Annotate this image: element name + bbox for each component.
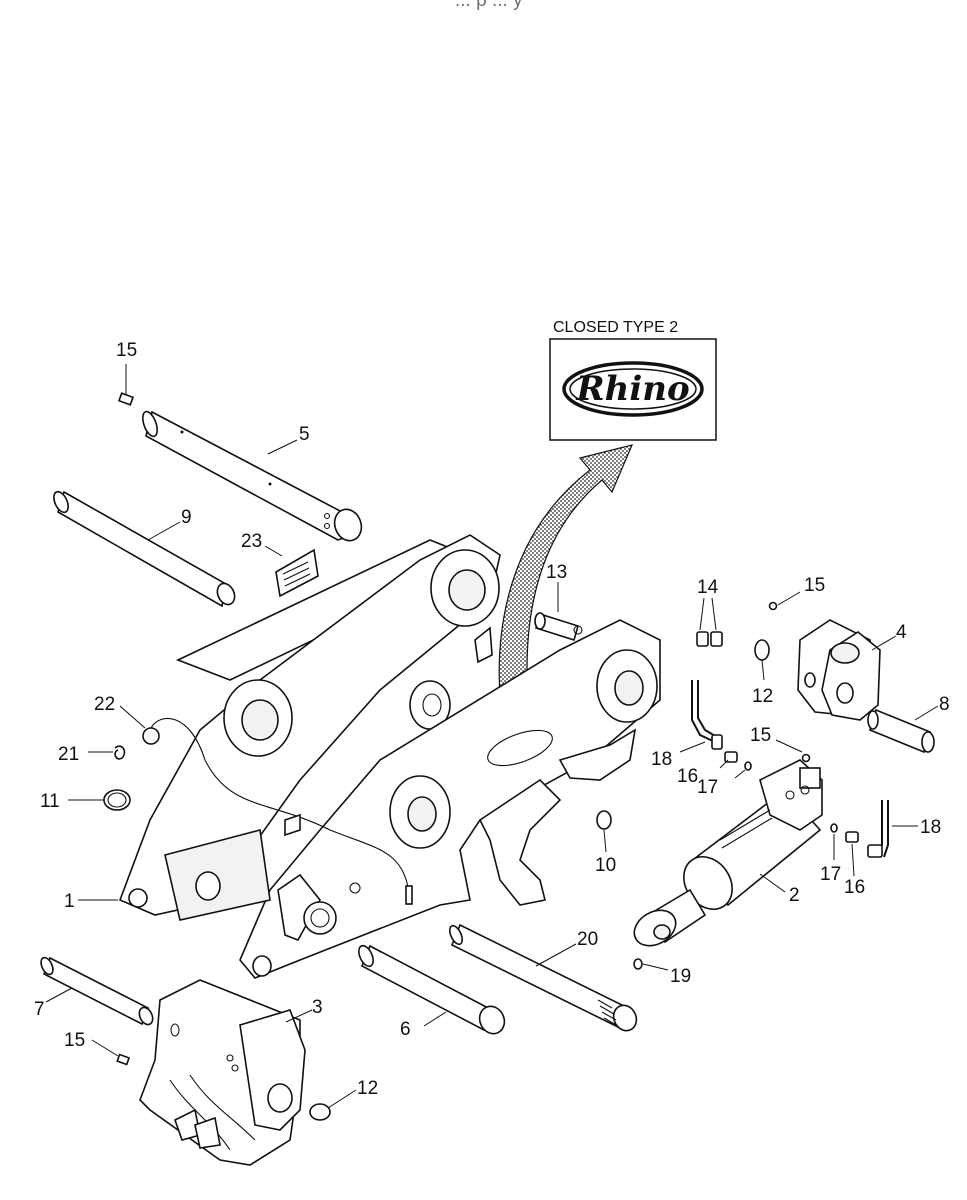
logo-decal: CLOSED TYPE 2 Rhino <box>549 319 717 441</box>
label-18-left: 18 <box>651 749 672 770</box>
label-17-right: 17 <box>820 864 841 885</box>
label-12-bottom: 12 <box>357 1078 378 1099</box>
lock-block-3 <box>139 979 306 1166</box>
pin-5 <box>142 410 363 542</box>
label-9: 9 <box>181 507 192 528</box>
oring-17-left <box>744 761 752 771</box>
label-3: 3 <box>312 997 323 1018</box>
pin-6 <box>358 944 506 1035</box>
grease-nipple-15-bottom <box>116 1053 131 1066</box>
label-7: 7 <box>34 999 45 1020</box>
grease-nipple-15-top <box>117 392 135 406</box>
label-23: 23 <box>241 531 262 552</box>
label-14: 14 <box>697 577 719 598</box>
leader-lines <box>45 364 939 1109</box>
label-2: 2 <box>789 885 800 906</box>
label-15-top: 15 <box>116 340 137 361</box>
ring-12-right <box>754 639 770 661</box>
bracket-4 <box>768 601 881 721</box>
label-20: 20 <box>577 929 598 950</box>
clip-21 <box>114 745 126 760</box>
nuts-14 <box>696 631 723 647</box>
label-15-bottom: 15 <box>64 1030 85 1051</box>
label-17-left: 17 <box>697 777 718 798</box>
cropped-header-text: ... p ... y <box>455 0 523 11</box>
logo-caption: CLOSED TYPE 2 <box>553 319 678 336</box>
pin-8 <box>867 708 935 754</box>
logo-oval-inner <box>569 368 697 410</box>
label-6: 6 <box>400 1019 411 1040</box>
label-21: 21 <box>58 744 79 765</box>
oring-17-right <box>830 823 838 833</box>
grease-nipple-15-mid <box>801 753 811 763</box>
hose-18-right <box>867 800 889 858</box>
fitting-16-right <box>845 831 859 843</box>
label-22: 22 <box>94 694 115 715</box>
label-16-left: 16 <box>677 766 698 787</box>
fitting-16-left <box>724 751 738 763</box>
logo-oval-outer <box>562 361 704 417</box>
label-15-mid: 15 <box>750 725 771 746</box>
logo-wordmark: Rhino <box>575 369 689 409</box>
label-13: 13 <box>546 562 567 583</box>
label-18-right: 18 <box>920 817 941 838</box>
label-12-right: 12 <box>752 686 773 707</box>
label-8: 8 <box>939 694 950 715</box>
pin-13 <box>534 612 583 642</box>
label-19: 19 <box>670 966 691 987</box>
coupler-body-1 <box>118 534 661 979</box>
logo-frame <box>549 338 717 441</box>
label-15-right: 15 <box>804 575 825 596</box>
label-11: 11 <box>40 791 60 812</box>
label-5: 5 <box>299 424 310 445</box>
ring-10 <box>596 810 612 830</box>
ring-12-bottom <box>309 1103 331 1121</box>
pin-7 <box>40 956 154 1026</box>
label-1: 1 <box>64 891 75 912</box>
plate-23 <box>275 548 319 598</box>
hose-18-left <box>691 680 723 750</box>
label-4: 4 <box>896 622 907 643</box>
label-16-right: 16 <box>844 877 865 898</box>
callout-labels: 15 5 9 23 13 14 15 4 12 8 22 21 18 16 17… <box>34 340 950 1099</box>
lanyard-22 <box>142 717 413 905</box>
label-10: 10 <box>595 855 616 876</box>
pin-20 <box>449 923 638 1032</box>
clip-19 <box>633 958 643 970</box>
cylinder-2 <box>633 759 823 947</box>
pin-9 <box>53 490 236 608</box>
